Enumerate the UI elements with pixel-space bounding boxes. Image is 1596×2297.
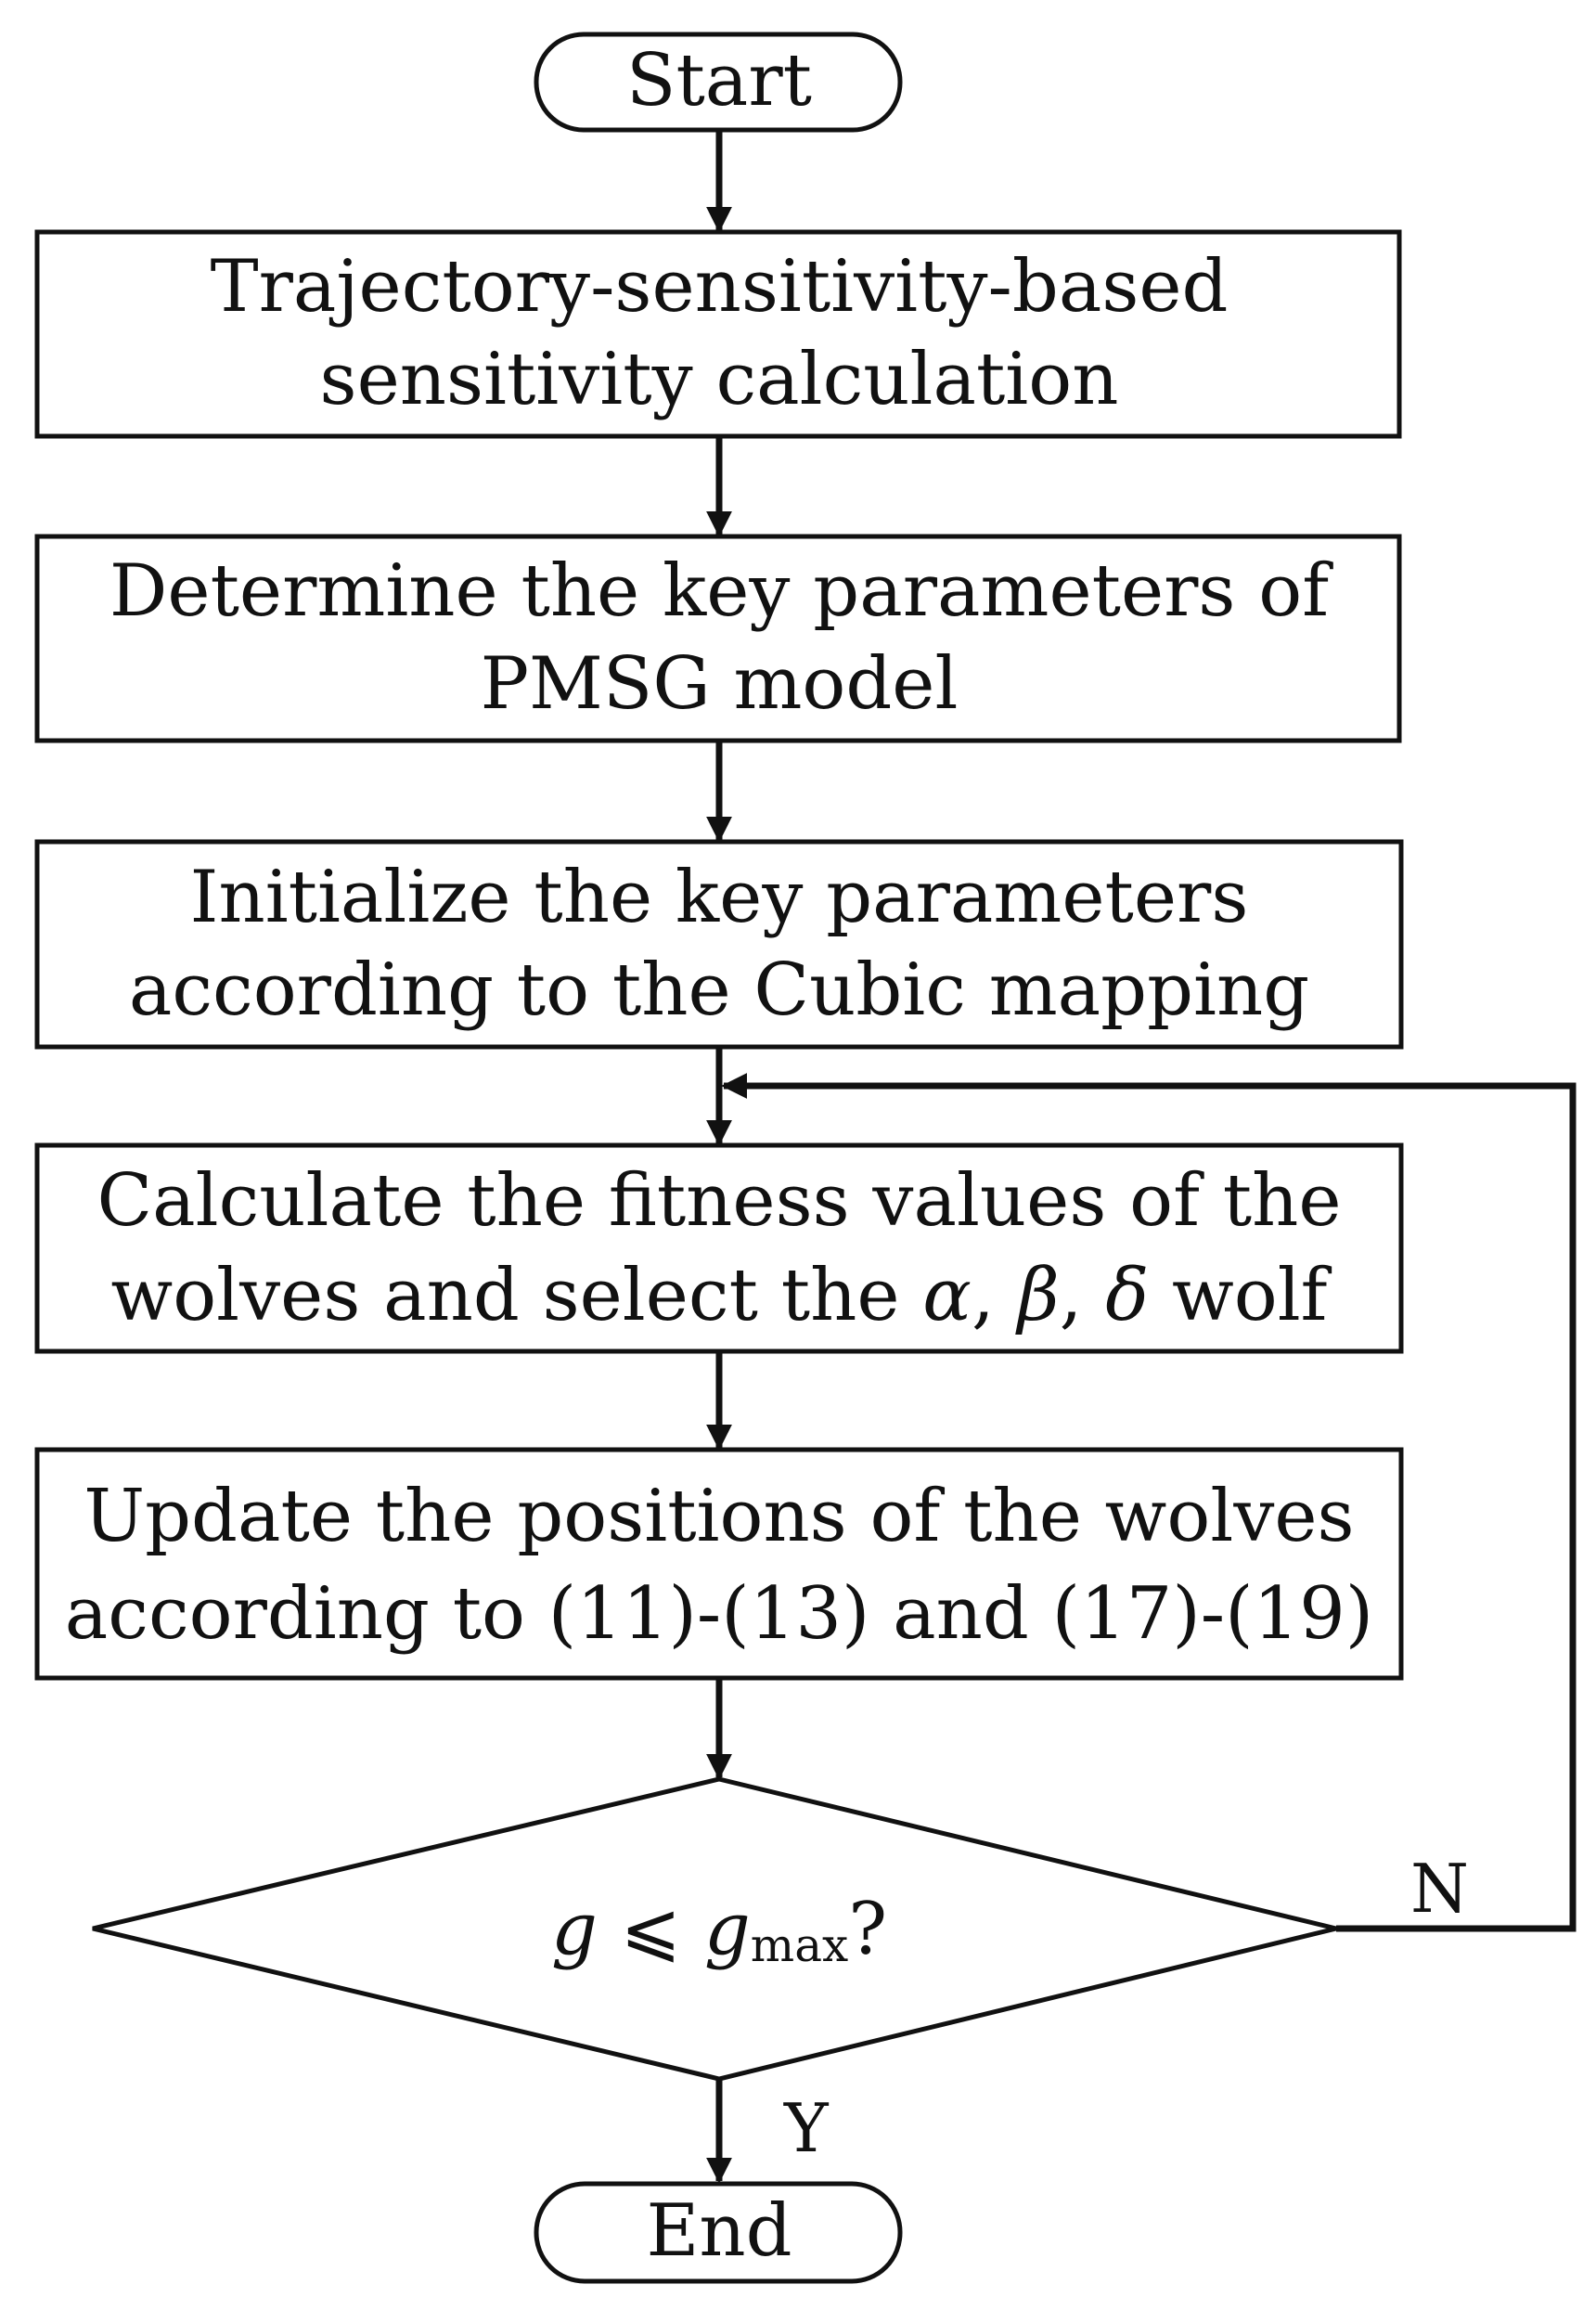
start-node: Start — [534, 32, 903, 133]
beta-symbol: β — [1015, 1254, 1060, 1337]
step3-box — [34, 839, 1404, 1050]
decision-subscript-max: max — [751, 1918, 848, 1972]
edges — [706, 130, 1577, 2184]
edge-label-yes: Y — [783, 2089, 830, 2167]
start-label: Start — [626, 39, 812, 123]
step1-node: Trajectory-sensitivity-based sensitivity… — [34, 229, 1402, 439]
end-terminal — [534, 2181, 903, 2284]
step4-sep2: , — [1060, 1254, 1106, 1337]
end-node: End — [534, 2181, 903, 2284]
loop-back-arrow-no — [721, 1073, 1577, 1932]
alpha-symbol: α — [922, 1254, 972, 1337]
decision-operator: ⩽ — [598, 1888, 704, 1971]
step3-node: Initialize the key parameters according … — [34, 839, 1404, 1050]
decision-var-gmax: g — [704, 1888, 751, 1971]
step3-line1: Initialize the key parameters — [190, 856, 1249, 939]
decision-question-mark: ? — [848, 1888, 887, 1971]
step1-line1: Trajectory-sensitivity-based — [211, 245, 1229, 329]
edge-label-no: N — [1410, 1850, 1469, 1928]
step2-box — [34, 534, 1402, 743]
step2-line2: PMSG model — [481, 642, 959, 726]
decision-diamond — [92, 1776, 1337, 2082]
step4-box — [34, 1142, 1404, 1354]
step1-line2: sensitivity calculation — [320, 338, 1119, 421]
step4-line2: wolves and select the α, β, δ wolf — [110, 1254, 1332, 1337]
start-terminal — [534, 32, 903, 133]
decision-condition: g ⩽ gmax? — [551, 1888, 887, 1972]
step4-line1: Calculate the fitness values of the — [97, 1159, 1341, 1243]
step5-line1: Update the positions of the wolves — [84, 1475, 1354, 1558]
step2-node: Determine the key parameters of PMSG mod… — [34, 534, 1402, 743]
step4-node: Calculate the fitness values of the wolv… — [34, 1142, 1404, 1354]
decision-node: g ⩽ gmax? — [92, 1776, 1337, 2082]
step3-line2: according to the Cubic mapping — [129, 948, 1309, 1032]
delta-symbol: δ — [1105, 1254, 1149, 1337]
step2-line1: Determine the key parameters of — [109, 549, 1333, 633]
step4-line2-prefix: wolves and select the — [110, 1254, 922, 1337]
step4-sep1: , — [972, 1254, 1018, 1337]
step5-line2: according to (11)-(13) and (17)-(19) — [65, 1572, 1373, 1656]
step5-box — [34, 1447, 1404, 1681]
step5-node: Update the positions of the wolves accor… — [34, 1447, 1404, 1681]
step1-box — [34, 229, 1402, 439]
step4-line2-suffix: wolf — [1149, 1254, 1332, 1337]
end-label: End — [646, 2189, 792, 2273]
decision-var-g: g — [551, 1888, 598, 1971]
